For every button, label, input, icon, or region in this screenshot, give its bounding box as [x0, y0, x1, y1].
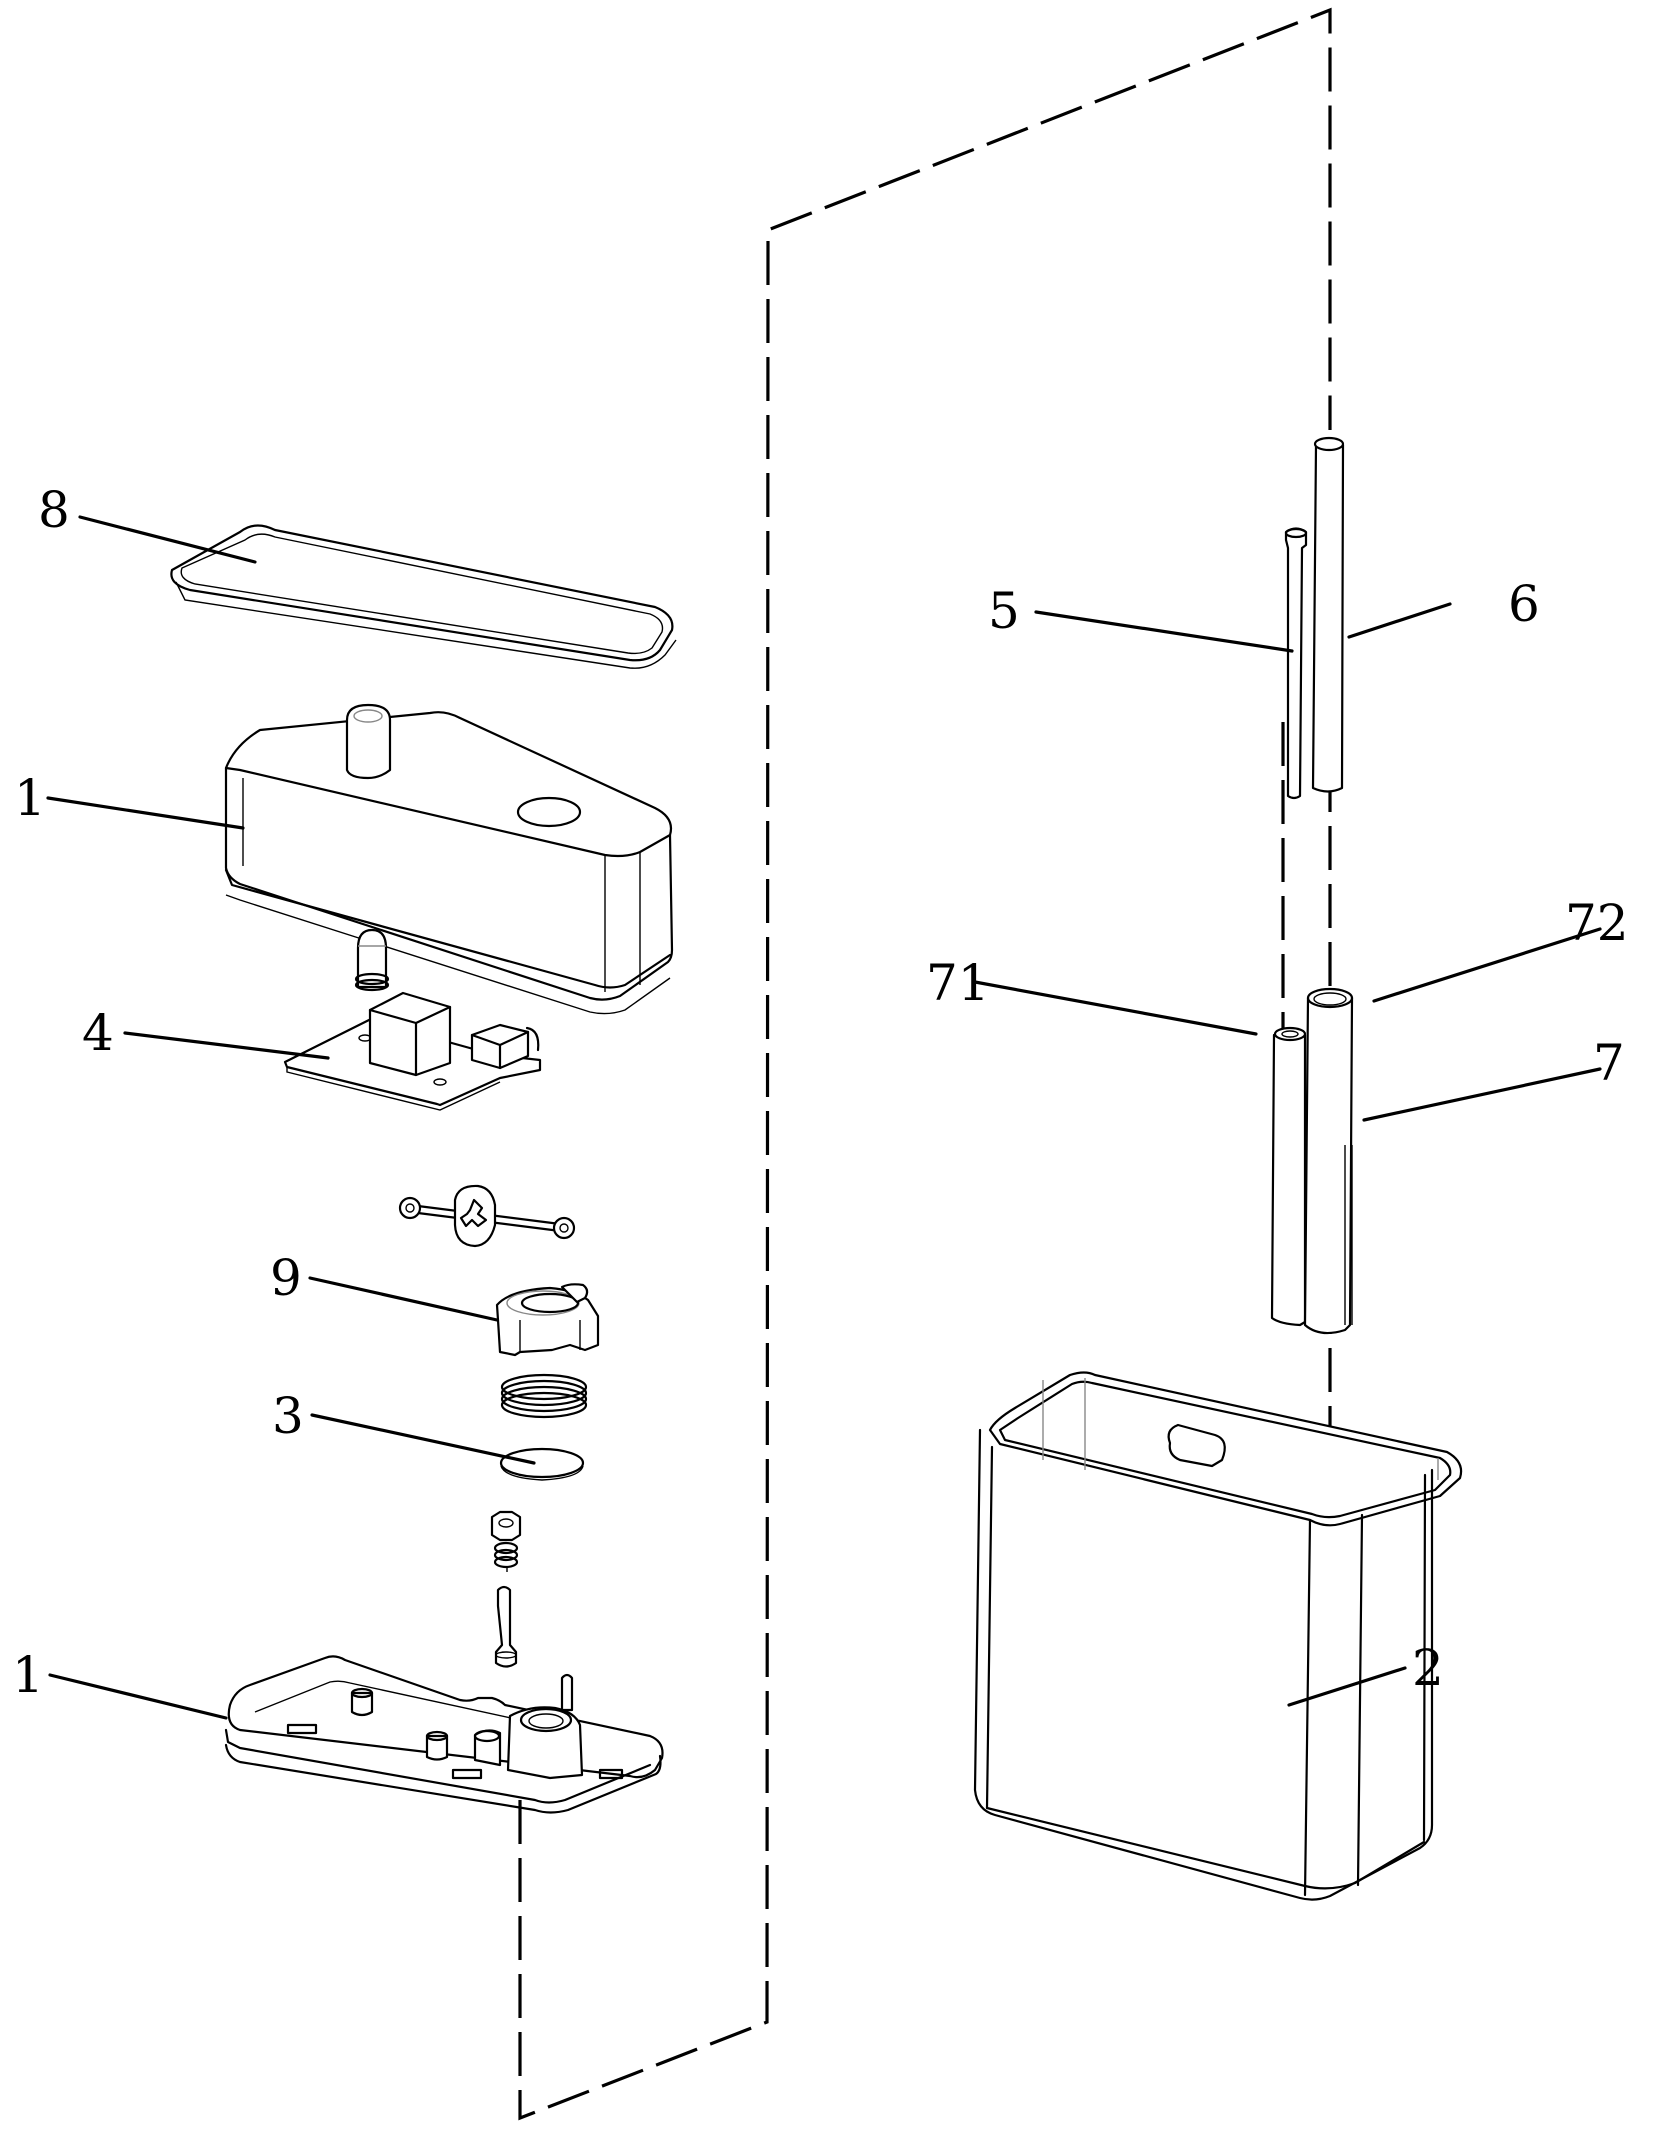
label-8: 8 — [38, 481, 70, 539]
large-rod — [1311, 436, 1345, 793]
screw-strap — [398, 1184, 576, 1248]
label-6: 6 — [1508, 575, 1540, 633]
label-71: 71 — [926, 954, 990, 1012]
circuit-board — [283, 991, 542, 1111]
leader-72 — [1372, 927, 1602, 1003]
sleeve — [1270, 987, 1354, 1335]
leader-1-bottom — [48, 1673, 228, 1720]
top-housing — [224, 703, 674, 1015]
leader-5 — [1034, 610, 1294, 653]
label-3: 3 — [272, 1387, 304, 1445]
label-7: 7 — [1593, 1034, 1625, 1092]
label-4: 4 — [82, 1004, 114, 1062]
small-rod — [1284, 527, 1308, 800]
atomizer-disc — [499, 1447, 585, 1481]
label-5: 5 — [988, 582, 1020, 640]
leader-1-top — [46, 796, 245, 830]
label-9: 9 — [270, 1249, 302, 1307]
water-container — [973, 1371, 1463, 1901]
leader-8 — [78, 515, 257, 564]
leader-6 — [1347, 602, 1452, 639]
leader-3 — [310, 1413, 536, 1465]
valve-pin — [494, 1585, 518, 1668]
coil-spring — [500, 1373, 588, 1419]
leader-4 — [123, 1031, 330, 1060]
leader-71 — [973, 980, 1258, 1036]
leader-2 — [1287, 1666, 1407, 1707]
bottom-housing — [224, 1655, 664, 1814]
label-72: 72 — [1565, 894, 1629, 952]
label-2: 2 — [1412, 1639, 1444, 1697]
bracket-ring — [495, 1283, 600, 1357]
leader-7 — [1362, 1067, 1602, 1122]
assembly-axis — [518, 7, 1332, 2121]
label-1-top: 1 — [14, 769, 46, 827]
leader-9 — [308, 1276, 499, 1322]
nut-spring — [490, 1510, 522, 1572]
label-1-bottom: 1 — [12, 1646, 44, 1704]
top-seal-ring — [170, 524, 677, 669]
led-component — [354, 928, 390, 992]
